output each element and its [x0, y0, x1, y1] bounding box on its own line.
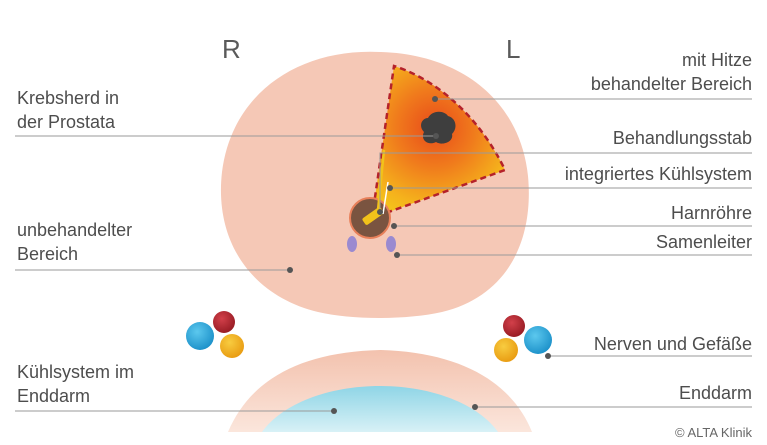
bottom-fade	[200, 432, 560, 445]
vessel-blue-left	[524, 326, 552, 354]
dot-rectum-cooling	[331, 408, 337, 414]
label-heated-line1: mit Hitze	[682, 50, 752, 70]
dot-heated	[432, 96, 438, 102]
label-rectum: Enddarm	[679, 383, 752, 403]
dot-untreated	[287, 267, 293, 273]
side-left: L	[506, 34, 520, 64]
copyright: © ALTA Klinik	[675, 425, 753, 440]
leader-lines	[15, 96, 752, 414]
probe-shaft	[376, 149, 386, 211]
label-untreated-line2: Bereich	[17, 244, 78, 264]
label-untreated-line1: unbehandelter	[17, 220, 132, 240]
side-right: R	[222, 34, 241, 64]
prostate	[220, 51, 529, 319]
dot-urethra	[391, 223, 397, 229]
nerve-red-right	[213, 311, 235, 333]
dot-tumor	[433, 133, 439, 139]
label-rectum-cooling-line1: Kühlsystem im	[17, 362, 134, 382]
leader-probe	[379, 152, 752, 212]
heated-area-boundary	[370, 64, 507, 220]
dot-vas	[394, 252, 400, 258]
dot-probe	[377, 209, 383, 215]
dot-cooling	[387, 185, 393, 191]
label-cooling-integrated: integriertes Kühlsystem	[565, 164, 752, 184]
label-tumor-line1: Krebsherd in	[17, 88, 119, 108]
vessel-blue-right	[186, 322, 214, 350]
vas-deferens-left	[386, 236, 396, 252]
label-vas-deferens: Samenleiter	[656, 232, 752, 252]
label-heated-line2: behandelter Bereich	[591, 74, 752, 94]
label-nerves-vessels: Nerven und Gefäße	[594, 334, 752, 354]
vessel-yellow-right	[220, 334, 244, 358]
label-tumor-line2: der Prostata	[17, 112, 116, 132]
label-probe: Behandlungsstab	[613, 128, 752, 148]
dot-nerves	[545, 353, 551, 359]
nerve-red-left	[503, 315, 525, 337]
vessel-yellow-left	[494, 338, 518, 362]
dot-rectum	[472, 404, 478, 410]
label-rectum-cooling-line2: Enddarm	[17, 386, 90, 406]
label-urethra: Harnröhre	[671, 203, 752, 223]
vas-deferens-right	[347, 236, 357, 252]
rectum-cooling-system	[262, 386, 498, 432]
